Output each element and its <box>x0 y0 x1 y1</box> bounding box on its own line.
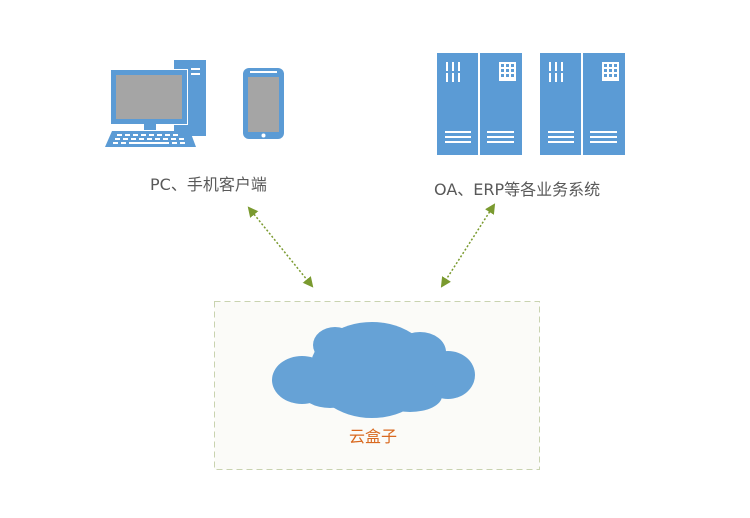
cloud-icon <box>272 322 475 418</box>
server-rack-icon <box>437 53 522 155</box>
connection-arrow-right <box>440 203 496 288</box>
connection-arrow-left <box>247 206 314 288</box>
desktop-computer-icon <box>105 60 206 147</box>
cloud-label: 云盒子 <box>349 427 398 446</box>
clients-label: PC、手机客户端 <box>150 175 267 194</box>
mobile-phone-icon <box>243 68 284 139</box>
server-rack-icon <box>540 53 625 155</box>
business-systems-label: OA、ERP等各业务系统 <box>434 180 601 199</box>
